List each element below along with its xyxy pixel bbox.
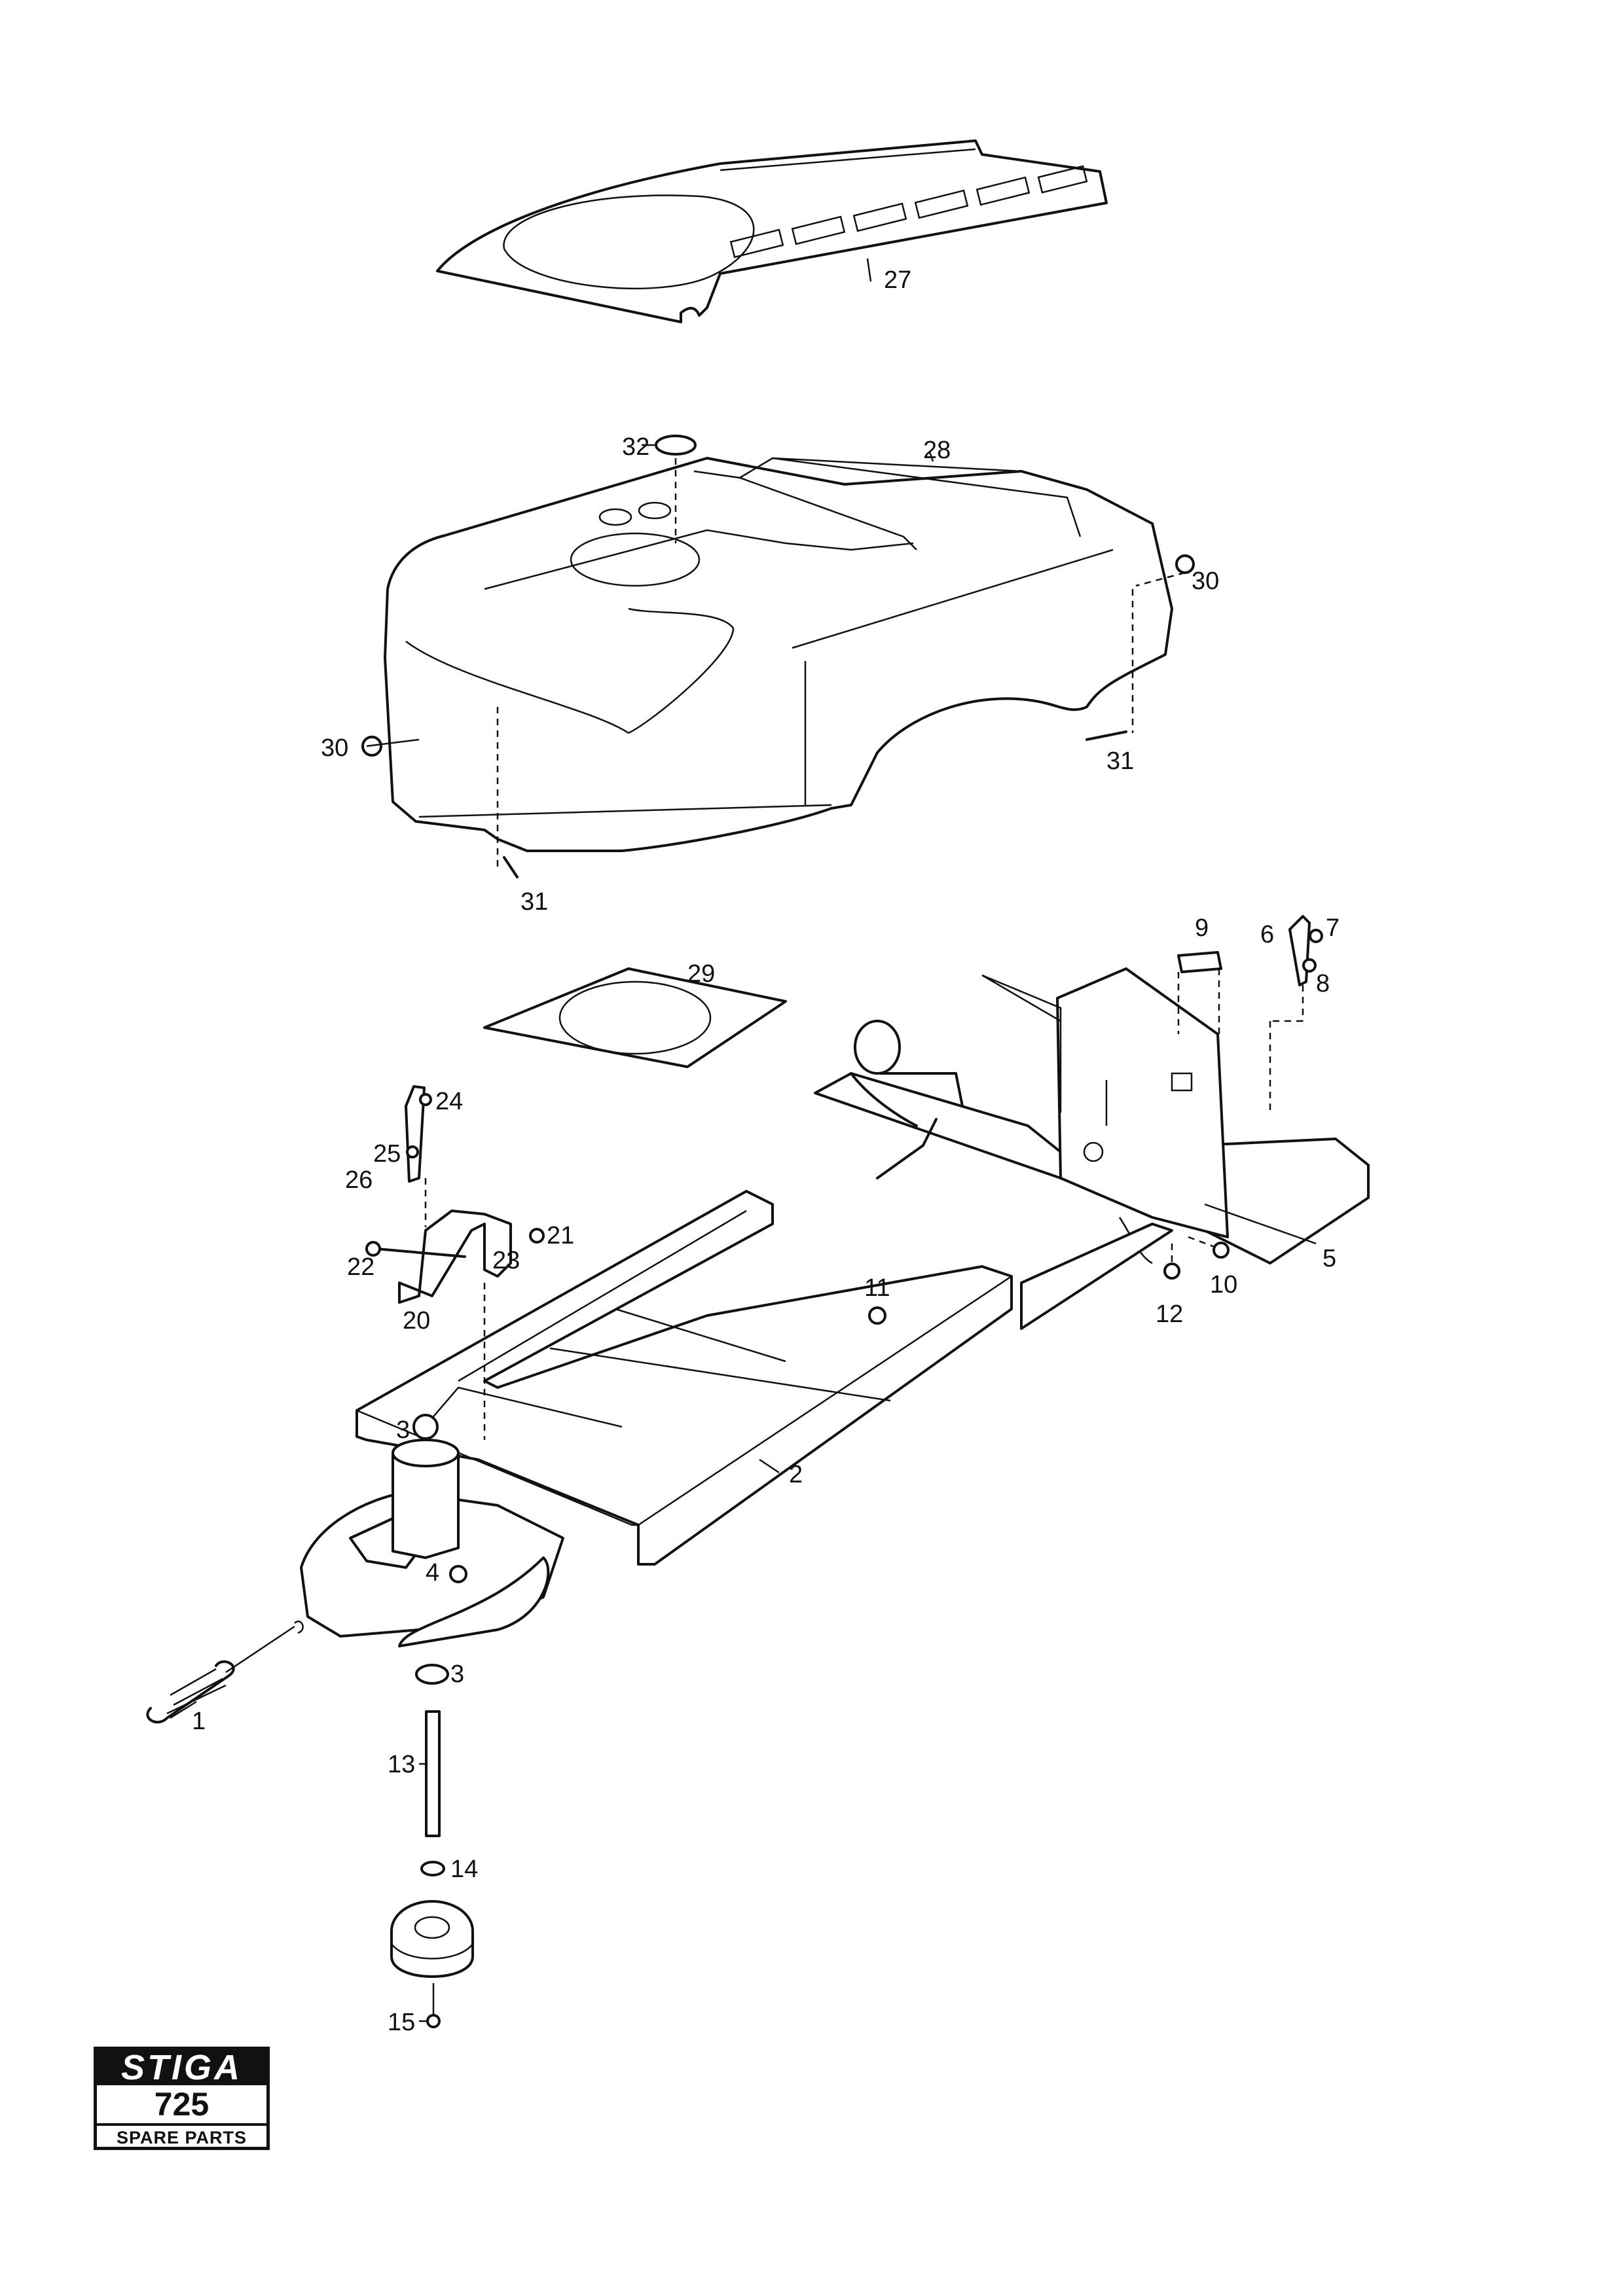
part-5-rear-frame — [814, 967, 1370, 1265]
label-13: 13 — [388, 1751, 415, 1778]
label-27: 27 — [884, 266, 911, 294]
part-29-plate — [483, 967, 787, 1068]
label-24: 24 — [435, 1088, 463, 1115]
label-5: 5 — [1322, 1245, 1336, 1272]
label-21: 21 — [547, 1222, 574, 1249]
label-3-lower: 3 — [450, 1660, 464, 1688]
label-11: 11 — [864, 1274, 890, 1302]
part-wheel — [390, 1900, 474, 1978]
part-10-screw — [1188, 1236, 1230, 1259]
part-32-cap — [642, 435, 697, 543]
label-23: 23 — [492, 1247, 520, 1274]
part-13-shaft — [425, 1710, 441, 1837]
label-9: 9 — [1195, 914, 1209, 942]
part-24-lever — [405, 1085, 432, 1183]
label-22: 22 — [347, 1253, 374, 1281]
part-30-screws — [361, 554, 1195, 757]
part-11-nut — [868, 1306, 886, 1325]
label-15: 15 — [388, 2009, 415, 2036]
part-4-housing — [300, 1414, 564, 1647]
part-15-bolt — [426, 1983, 441, 2028]
label-20: 20 — [403, 1307, 430, 1335]
logo-caption: SPARE PARTS — [97, 2123, 266, 2149]
part-9-block — [1177, 951, 1222, 1034]
label-4: 4 — [426, 1559, 439, 1587]
label-3-upper: 3 — [396, 1416, 410, 1444]
label-2: 2 — [789, 1461, 803, 1488]
label-12: 12 — [1156, 1300, 1183, 1328]
label-8: 8 — [1316, 970, 1330, 997]
label-25: 25 — [373, 1140, 401, 1168]
part-22-bolt — [365, 1241, 466, 1258]
part-27-hood — [436, 139, 1108, 323]
part-6-bracket — [1269, 915, 1323, 1113]
label-10: 10 — [1210, 1271, 1237, 1299]
part-21-screw — [529, 1228, 545, 1244]
stiga-logo: STIGA 725 SPARE PARTS — [94, 2047, 270, 2150]
part-12-screw — [1163, 1244, 1180, 1280]
leader-lines — [170, 258, 1317, 2022]
label-26: 26 — [345, 1166, 373, 1194]
label-28: 28 — [923, 437, 951, 464]
label-31-right: 31 — [1106, 747, 1134, 775]
part-14-nut — [420, 1861, 445, 1876]
label-14: 14 — [450, 1856, 478, 1883]
logo-model: 725 — [154, 2086, 210, 2123]
label-7: 7 — [1326, 914, 1340, 942]
part-1-spring — [146, 1621, 304, 1724]
label-31-left: 31 — [520, 888, 548, 916]
label-29: 29 — [687, 960, 715, 988]
label-32: 32 — [622, 433, 649, 461]
label-6: 6 — [1260, 921, 1274, 948]
logo-brand: STIGA — [97, 2050, 266, 2085]
part-3-nut-lower — [415, 1664, 449, 1685]
label-30-left: 30 — [321, 734, 348, 762]
part-28-body-cover — [384, 457, 1173, 852]
label-30-right: 30 — [1192, 567, 1219, 595]
part-31-pins — [496, 589, 1134, 878]
label-1: 1 — [192, 1708, 206, 1735]
